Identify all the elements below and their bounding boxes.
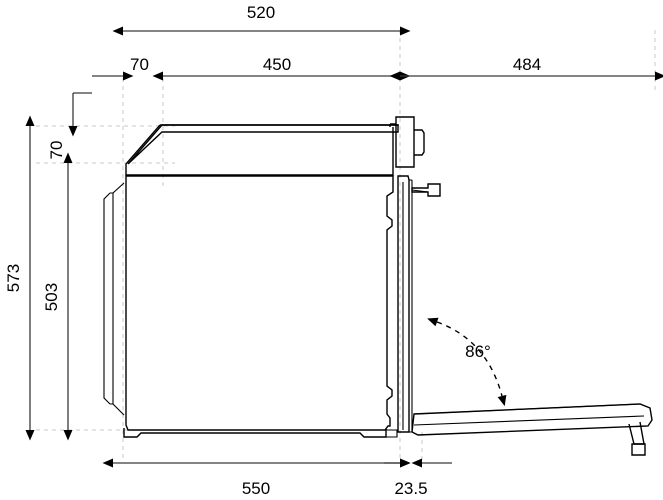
dimension-70-top: 70 bbox=[92, 55, 149, 81]
dimension-label-70-top: 70 bbox=[130, 55, 149, 74]
dimension-484: 484 bbox=[389, 55, 663, 81]
dimension-label-520: 520 bbox=[247, 3, 275, 22]
dimension-23-5: 23.5 bbox=[384, 458, 452, 498]
dimension-label-573: 573 bbox=[4, 264, 23, 292]
dimension-label-450: 450 bbox=[263, 55, 291, 74]
construction-lines bbox=[36, 30, 656, 460]
dimension-573: 573 bbox=[4, 115, 35, 441]
dimension-label-484: 484 bbox=[513, 55, 541, 74]
open-door-panel bbox=[411, 403, 653, 456]
dimension-450: 450 bbox=[152, 55, 411, 81]
dimension-label-23-5: 23.5 bbox=[394, 479, 427, 498]
dimension-70-vertical: 70 bbox=[47, 92, 92, 160]
dimension-550: 550 bbox=[102, 458, 411, 498]
dimension-503: 503 bbox=[42, 152, 73, 441]
angle-label-86: 86° bbox=[465, 342, 491, 361]
dimension-520: 520 bbox=[112, 3, 411, 36]
dimension-label-503: 503 bbox=[42, 283, 61, 311]
oven-body-outline bbox=[103, 124, 399, 438]
angle-annotation-86: 86° bbox=[427, 317, 507, 407]
door-hinge-assembly bbox=[389, 116, 441, 433]
dimension-label-550: 550 bbox=[242, 479, 270, 498]
dimension-label-70-vertical: 70 bbox=[47, 141, 66, 160]
